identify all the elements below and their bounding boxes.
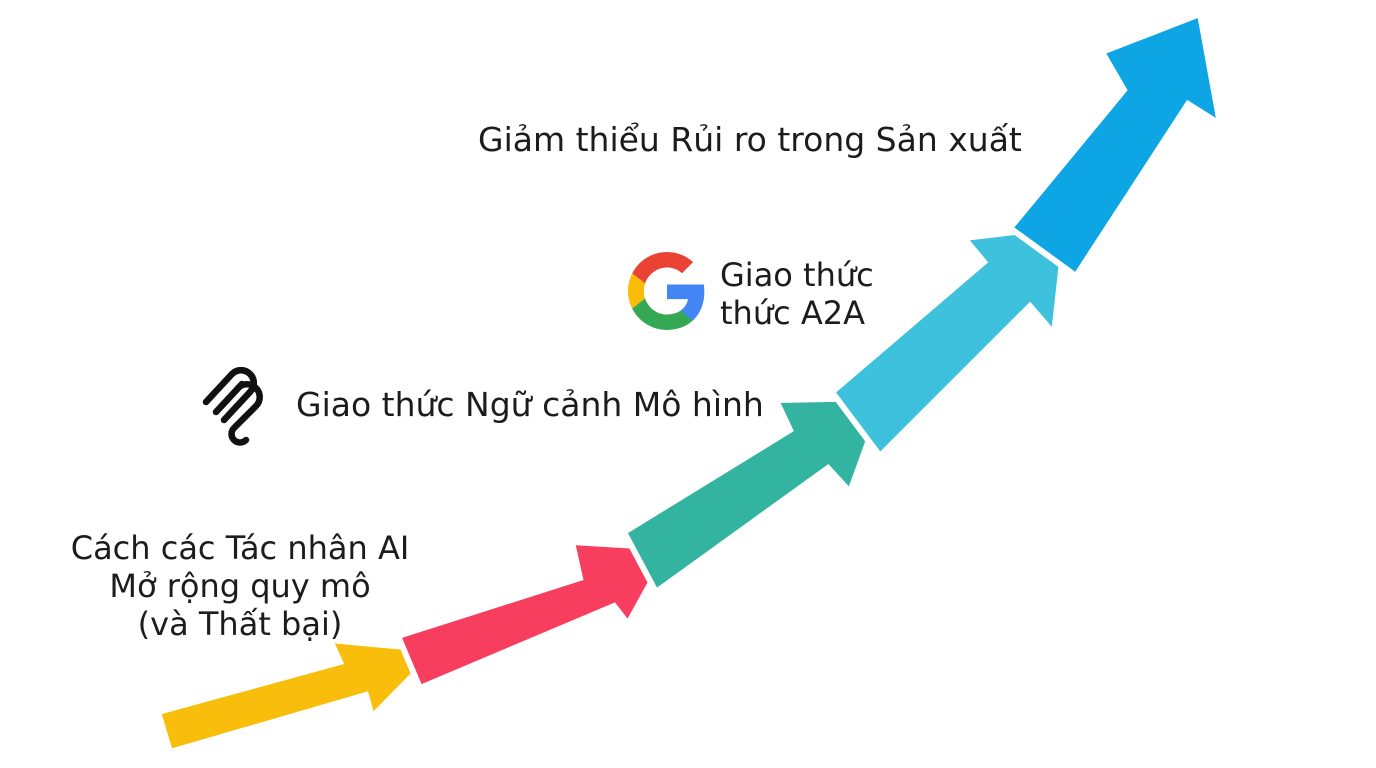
arrow-step-5-blue xyxy=(1005,9,1225,281)
arrow-step-4-light-blue xyxy=(827,222,1070,461)
production-risk-label: Giảm thiểu Rủi ro trong Sản xuất xyxy=(478,120,1022,159)
step-1-label-line-1: Cách các Tác nhân AI xyxy=(70,529,410,567)
arrow-step-2-red xyxy=(393,538,675,692)
arrow-step-1-yellow xyxy=(154,636,445,756)
a2a-label-line-1: Giao thức xyxy=(720,256,874,294)
a2a-label: Giao thức thức A2A xyxy=(720,256,874,333)
mcp-logo-icon xyxy=(202,367,263,446)
a2a-label-line-2: thức A2A xyxy=(720,293,866,332)
step-1-label-line-2: Mở rộng quy mô xyxy=(109,566,371,605)
arrow-step-3-green xyxy=(620,394,889,597)
google-g-logo-icon xyxy=(628,252,705,330)
step-1-label-line-3: (và Thất bại) xyxy=(137,604,343,643)
step-1-label: Cách các Tác nhân AI Mở rộng quy mô (và … xyxy=(40,529,440,643)
mcp-label: Giao thức Ngữ cảnh Mô hình xyxy=(296,385,764,424)
